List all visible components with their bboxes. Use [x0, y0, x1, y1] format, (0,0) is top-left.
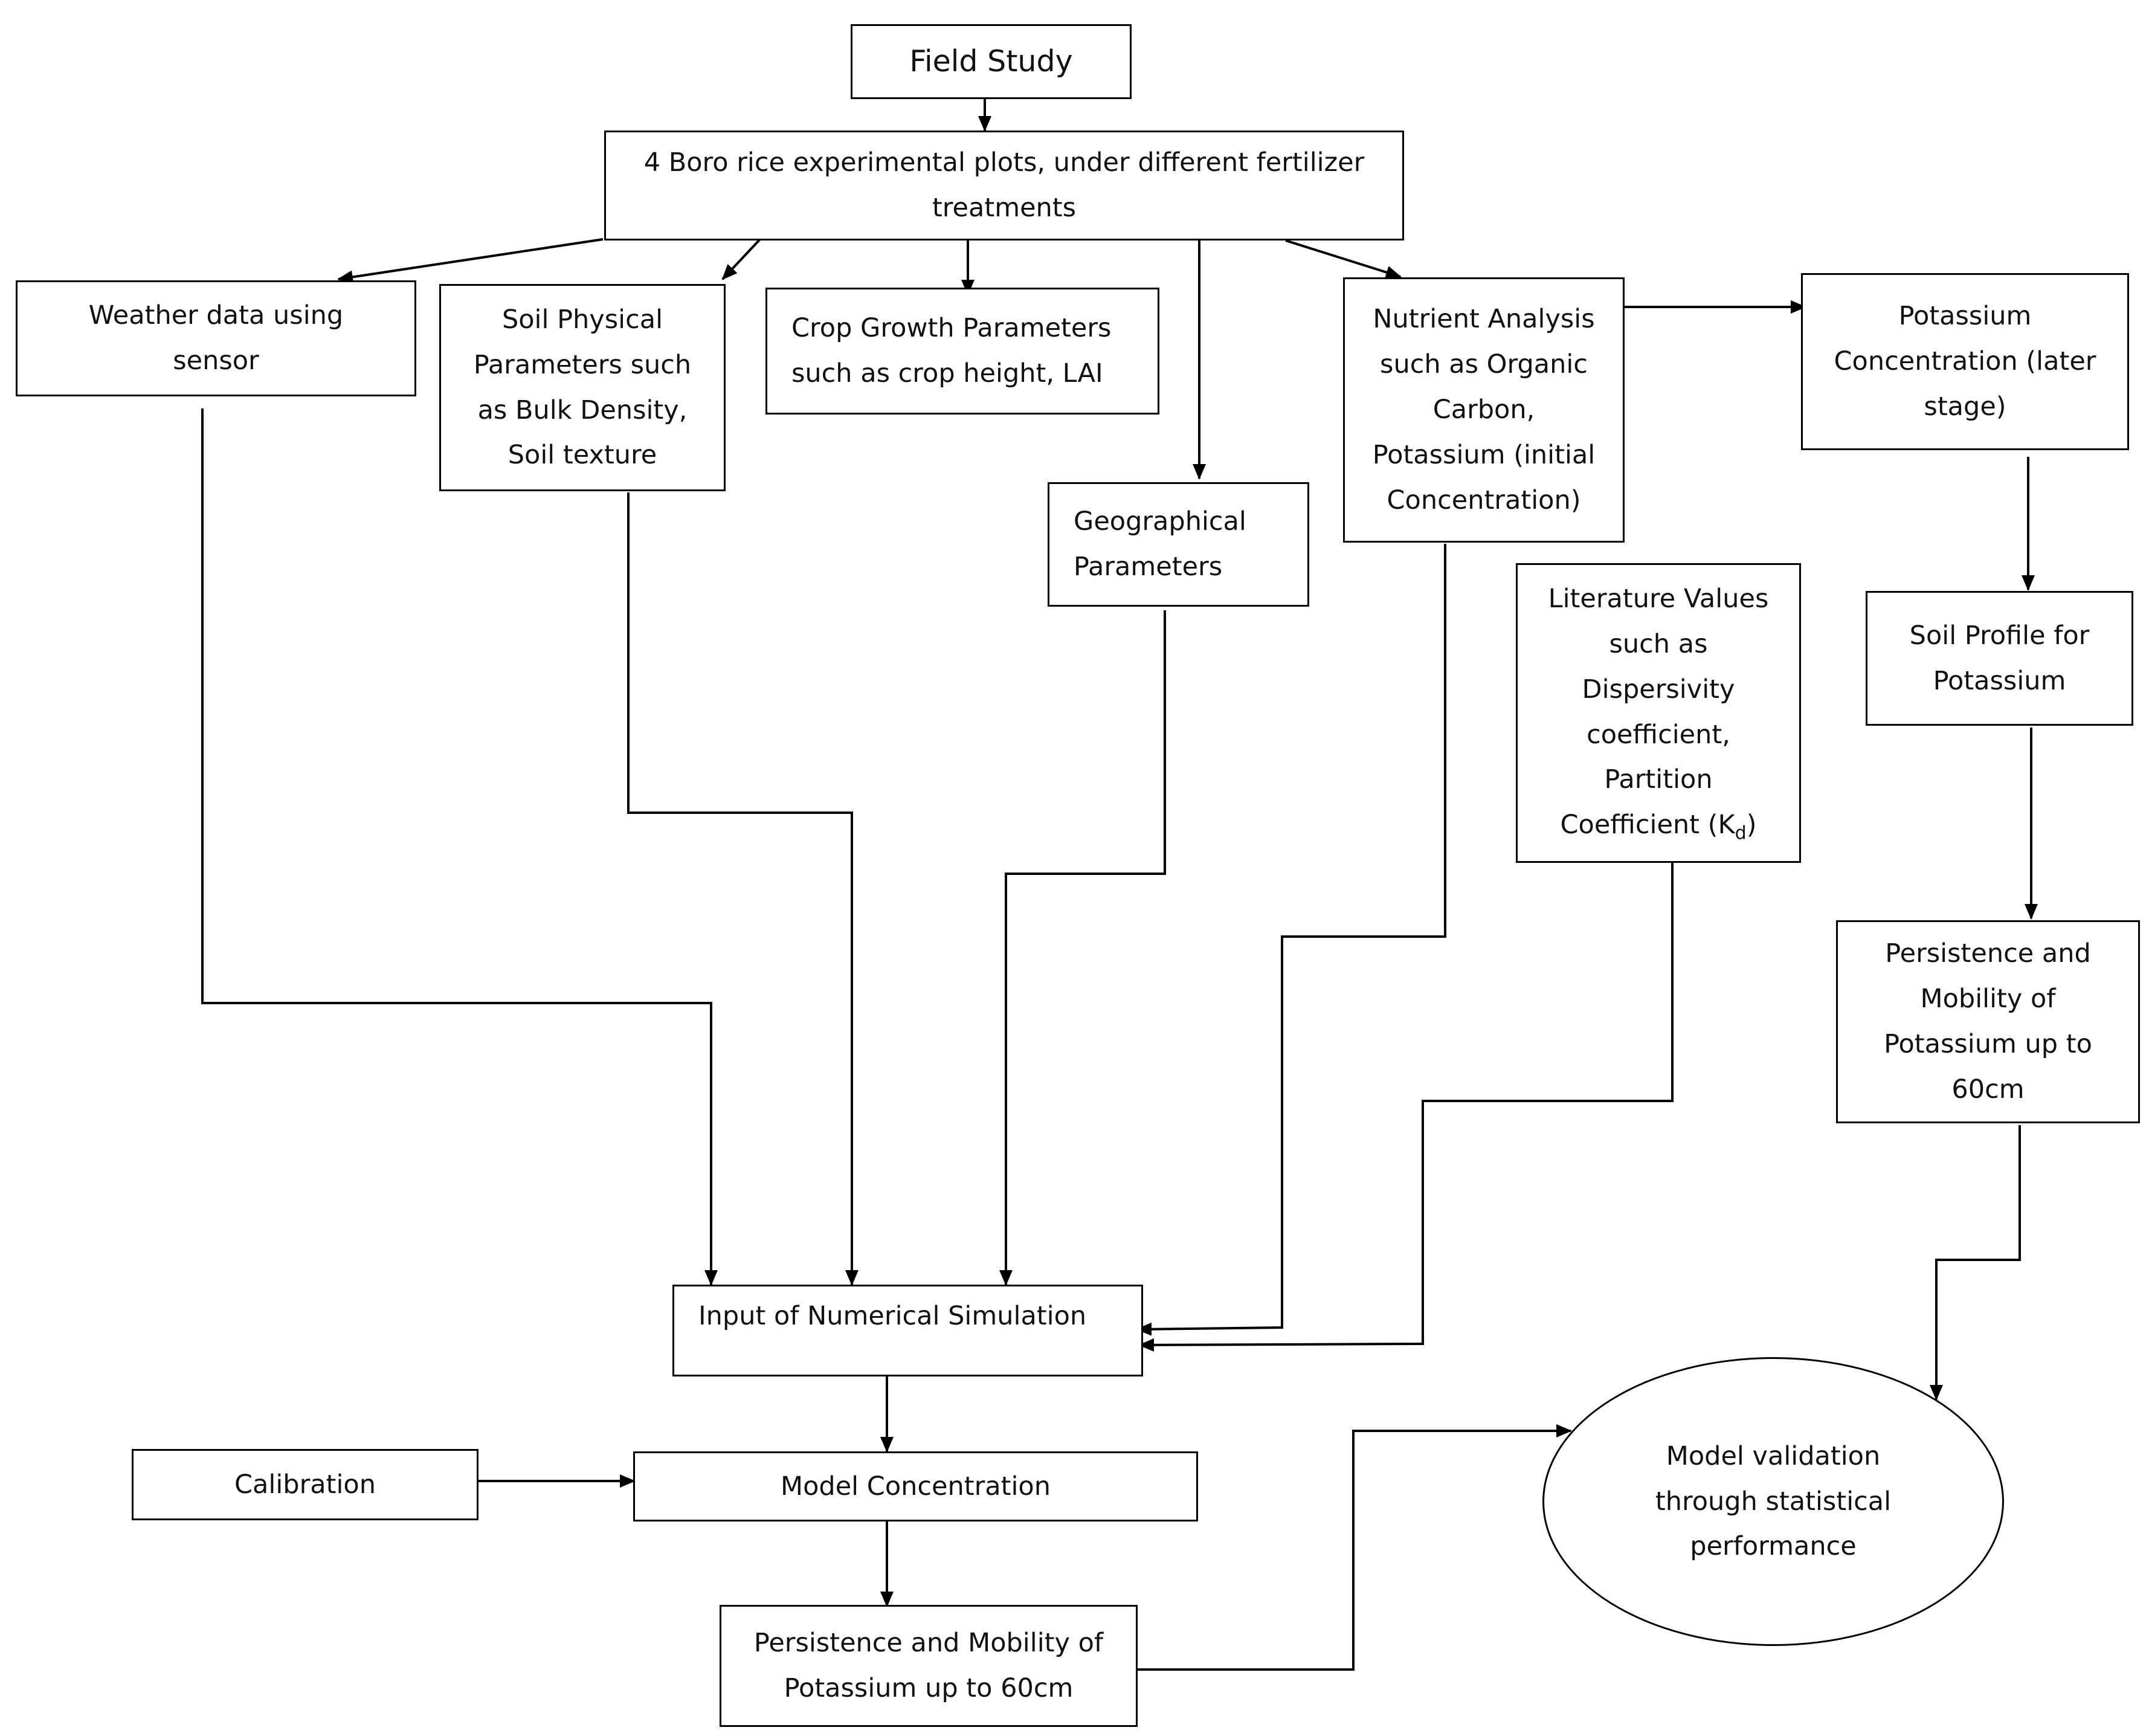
soil-profile-label: Soil Profile for Potassium — [1909, 620, 2090, 696]
persistence-bottom-box: Persistence and Mobility of Potassium up… — [720, 1605, 1138, 1727]
persistence-right-box: Persistence and Mobility of Potassium up… — [1836, 920, 2140, 1123]
literature-subscript: d — [1735, 822, 1747, 844]
arrow-plots-to-weather — [337, 238, 604, 284]
model-concentration-label: Model Concentration — [781, 1471, 1051, 1502]
plots-box: 4 Boro rice experimental plots, under di… — [604, 131, 1404, 240]
literature-box: Literature Values such as Dispersivity c… — [1516, 563, 1801, 863]
weather-box: Weather data using sensor — [16, 280, 416, 396]
validation-label: Model validation through statistical per… — [1655, 1441, 1892, 1562]
crop-growth-label: Crop Growth Parameters such as crop heig… — [791, 313, 1112, 389]
arrow-weather-to-input — [201, 408, 718, 1286]
arrow-soil-to-input — [627, 492, 859, 1286]
nutrient-label: Nutrient Analysis such as Organic Carbon… — [1372, 304, 1596, 515]
literature-label: Literature Values such as Dispersivity c… — [1542, 576, 1775, 850]
literature-text: Literature Values such as Dispersivity c… — [1548, 584, 1769, 841]
soil-physical-label: Soil Physical Parameters such as Bulk De… — [473, 304, 692, 471]
arrow-nutrient-to-input — [1136, 544, 1446, 1336]
arrow-plots-to-nutrient — [1285, 239, 1402, 279]
weather-label: Weather data using sensor — [88, 300, 344, 376]
input-simulation-label: Input of Numerical Simulation — [698, 1301, 1087, 1331]
calibration-label: Calibration — [234, 1469, 376, 1500]
arrow-plots-to-soil — [721, 238, 761, 280]
calibration-box: Calibration — [132, 1449, 478, 1520]
soil-profile-box: Soil Profile for Potassium — [1866, 591, 2133, 726]
field-study-box: Field Study — [851, 24, 1132, 99]
validation-ellipse: Model validation through statistical per… — [1542, 1357, 2004, 1646]
potassium-later-box: Potassium Concentration (later stage) — [1801, 273, 2129, 450]
model-concentration-box: Model Concentration — [633, 1451, 1198, 1521]
persistence-right-label: Persistence and Mobility of Potassium up… — [1884, 938, 2092, 1105]
input-simulation-box: Input of Numerical Simulation — [672, 1285, 1143, 1376]
plots-label: 4 Boro rice experimental plots, under di… — [643, 147, 1365, 223]
arrow-persist-to-validation-bottom — [1137, 1424, 1572, 1671]
persistence-bottom-label: Persistence and Mobility of Potassium up… — [753, 1628, 1104, 1703]
arrow-literature-to-input — [1138, 863, 1674, 1352]
geographical-box: Geographical Parameters — [1048, 482, 1309, 607]
soil-physical-box: Soil Physical Parameters such as Bulk De… — [439, 284, 726, 491]
field-study-label: Field Study — [909, 44, 1073, 79]
nutrient-box: Nutrient Analysis such as Organic Carbon… — [1343, 277, 1625, 543]
arrow-persist-to-validation — [1930, 1125, 2021, 1401]
literature-text-end: ) — [1746, 810, 1757, 841]
crop-growth-box: Crop Growth Parameters such as crop heig… — [765, 288, 1159, 415]
arrow-geo-to-input — [999, 610, 1166, 1286]
geographical-label: Geographical Parameters — [1074, 506, 1246, 582]
potassium-later-label: Potassium Concentration (later stage) — [1834, 301, 2096, 422]
